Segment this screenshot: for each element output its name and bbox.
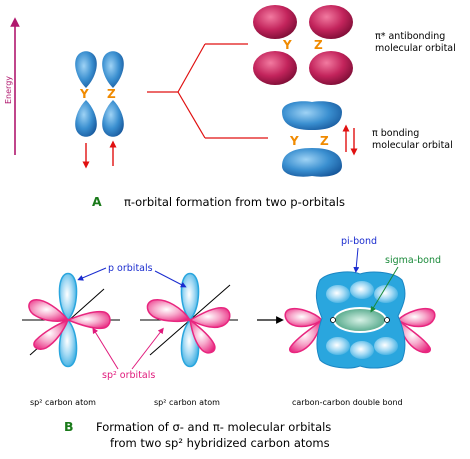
antibonding-atom-y-label: Y (282, 38, 292, 52)
antibonding-label-line1: π* antibonding (375, 31, 445, 42)
p-orbitals-arrow-left (77, 267, 107, 281)
sp2-orbitals-arrow-right (131, 327, 164, 370)
section-a-caption: π-orbital formation from two p-orbitals (124, 195, 345, 209)
atom2-label: sp² carbon atom (154, 398, 220, 407)
p-orbitals-label: p orbitals (108, 263, 153, 274)
antibonding-atom-z-label: Z (314, 38, 323, 52)
double-bond-orbital (284, 271, 436, 369)
part-b: sp² carbon atom sp² carbon atom p orbita… (22, 236, 441, 450)
sigma-bond-ellipse (333, 307, 387, 333)
sp2-orbitals-label: sp² orbitals (102, 370, 155, 381)
section-b-caption-line1: Formation of σ- and π- molecular orbital… (96, 420, 331, 434)
atom1-label: sp² carbon atom (30, 398, 96, 407)
sigma-bond-label: sigma-bond (385, 255, 441, 266)
section-b-caption-line2: from two sp² hybridized carbon atoms (110, 436, 330, 450)
bonding-atom-y-label: Y (289, 134, 299, 148)
sp2-carbon-atom-2 (140, 272, 238, 368)
antibonding-orbital (253, 5, 353, 85)
bonding-label-line1: π bonding (372, 128, 419, 139)
double-bond-label: carbon-carbon double bond (292, 398, 403, 407)
energy-axis-label: Energy (4, 76, 13, 104)
energy-level-lines (147, 43, 268, 139)
sp2-orbitals-arrow-left (92, 327, 119, 370)
pi-bond-label: pi-bond (341, 236, 377, 247)
atom-z-label: Z (107, 87, 116, 101)
sp2-carbon-atom-1 (22, 272, 120, 368)
section-a-letter: A (92, 194, 102, 209)
p-orbital-z (102, 51, 124, 137)
bonding-atom-z-label: Z (320, 134, 329, 148)
sigma-bond-arrow (370, 266, 399, 313)
bonding-orbital (282, 101, 342, 177)
p-orbital-y (75, 51, 97, 137)
bonding-label-line2: molecular orbital (372, 140, 453, 151)
atom-y-label: Y (79, 87, 89, 101)
p-orbitals-arrow-right (154, 270, 187, 288)
part-a: Energy Y Z Y Z (4, 5, 456, 209)
antibonding-label-line2: molecular orbital (375, 43, 456, 54)
section-b-letter: B (64, 419, 74, 434)
pi-bond-arrow (353, 247, 360, 273)
